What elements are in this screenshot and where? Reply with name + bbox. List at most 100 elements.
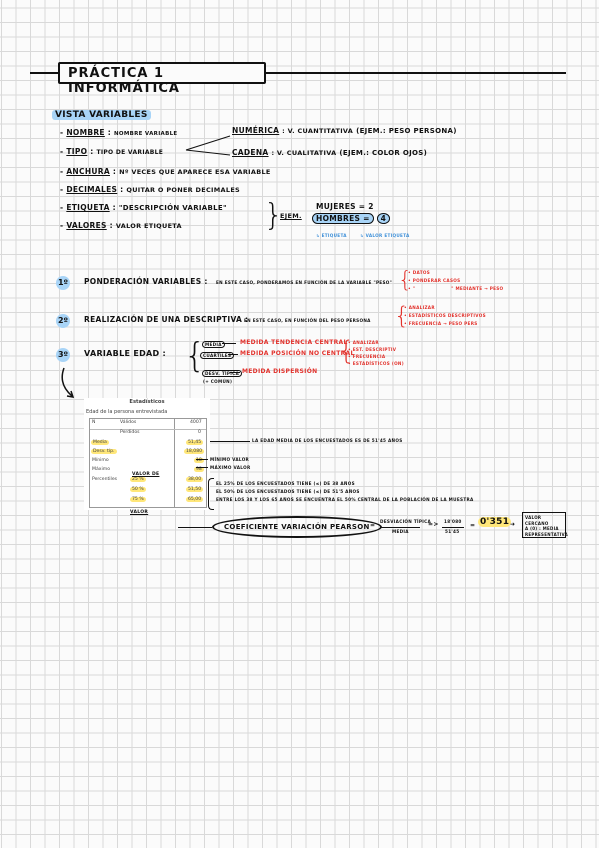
- step1-text: EN ESTE CASO, PONDERAMOS EN FUNCIÓN DE L…: [216, 280, 393, 285]
- step3-r1: • ANALIZAR: [348, 340, 379, 345]
- item-etiqueta: - ETIQUETA : "DESCRIPCIÓN VARIABLE": [60, 203, 227, 212]
- step3-desv: DESV. TÍPICA: [202, 370, 243, 377]
- cadena-example: (EJEM.: COLOR OJOS): [339, 149, 428, 157]
- arrow-min-note: [196, 459, 208, 460]
- arrow-cuartiles: [228, 354, 238, 355]
- stats-p50-pct: %: [139, 487, 144, 492]
- tipo-branch: [185, 135, 231, 156]
- step1-r2: • PONDERAR CASOS: [408, 278, 461, 283]
- valor-note: VALOR: [130, 510, 149, 515]
- cadena-label: CADENA: [232, 148, 269, 157]
- note-etiqueta: ↳ ETIQUETA: [316, 233, 347, 238]
- stats-min-label: Mínimo: [92, 458, 109, 463]
- p50-note: EL 50% DE LOS ENCUESTADOS TIENE (≤) DE 5…: [216, 489, 360, 494]
- ejem-label: EJEM.: [280, 212, 302, 220]
- valores-label: VALORES: [66, 221, 107, 230]
- stats-p25-pct: %: [139, 477, 144, 482]
- cv-num: 18'080: [444, 519, 462, 524]
- step1-title: PONDERACIÓN VARIABLES :: [84, 277, 208, 286]
- step3-media: MEDIA: [202, 341, 225, 348]
- cv-frac-den: MEDIA: [392, 529, 409, 534]
- step3-brace: {: [184, 336, 206, 376]
- step3-cuartiles: CUARTILES: [200, 352, 235, 359]
- step3-desv-result: MEDIDA DISPERSIÓN: [242, 368, 318, 375]
- stats-p75-value: 65,00: [186, 497, 204, 502]
- cv-frac-bar: [380, 527, 420, 528]
- cadena-text: : V. CUALITATIVA: [271, 149, 337, 157]
- item-anchura: - ANCHURA : Nº VECES QUE APARECE ESA VAR…: [60, 167, 271, 176]
- step2-r3: • FRECUENCIA → PESO PERS: [404, 321, 478, 326]
- percentiles-note: VALOR DE: [132, 472, 160, 477]
- stats-row-divider: [90, 429, 206, 430]
- etiqueta-label: ETIQUETA: [66, 203, 110, 212]
- cv-conclusion-1: VALOR CERCANO: [525, 515, 549, 526]
- cv-result-arrow: ➜: [510, 521, 516, 528]
- numerica-row: NUMÉRICA : V. CUANTITATIVA (EJEM.: PESO …: [232, 126, 457, 135]
- media-note: LA EDAD MEDIA DE LOS ENCUESTADOS ES DE 5…: [252, 438, 403, 443]
- section-vista-variables: VISTA VARIABLES: [52, 110, 151, 120]
- step1-r3: • "" MEDIANTE → PESO: [408, 286, 503, 291]
- stats-desv-label: Desv. típ.: [91, 449, 117, 454]
- decimales-label: DECIMALES: [66, 185, 118, 194]
- stats-p25: 25 %: [130, 477, 146, 482]
- stats-p75: 75 %: [130, 497, 146, 502]
- stats-p50-label: 50: [132, 487, 138, 492]
- stats-p75-label: 75: [132, 497, 138, 502]
- arrow-media: [222, 343, 236, 344]
- item-nombre: - NOMBRE : NOMBRE VARIABLE: [60, 128, 178, 137]
- curved-arrow: [61, 367, 75, 398]
- numerica-label: NUMÉRICA: [232, 126, 280, 135]
- item-tipo: - TIPO : TIPO DE VARIABLE: [60, 147, 164, 156]
- nombre-label: NOMBRE: [66, 128, 105, 137]
- step3-red-brace: {: [338, 336, 355, 366]
- step1-r3b: " MEDIANTE → PESO: [451, 286, 504, 291]
- item-valores: - VALORES : VALOR ETIQUETA: [60, 221, 182, 230]
- title-rule-right: [266, 72, 566, 74]
- statistics-table: Estadísticos Edad de la persona entrevis…: [84, 398, 210, 510]
- mujeres-row: MUJERES = 2: [316, 202, 374, 211]
- stats-p75-pct: %: [139, 497, 144, 502]
- mujeres-value: 2: [368, 202, 374, 211]
- step3-number: 3º: [56, 348, 70, 362]
- numerica-text: : V. CUANTITATIVA: [282, 127, 354, 135]
- max-note: MÁXIMO VALOR: [210, 465, 251, 470]
- stats-validos: Válidos: [120, 420, 137, 425]
- stats-n-label: N: [92, 420, 96, 425]
- note-valor: ↳ VALOR ETIQUETA: [360, 233, 410, 238]
- cv-equals-2: =: [470, 522, 476, 529]
- stats-validos-value: 4007: [190, 420, 202, 425]
- step2-r2: • ESTADÍSTICOS DESCRIPTIVOS: [404, 313, 486, 318]
- tipo-label: TIPO: [66, 147, 88, 156]
- valores-brace: }: [264, 198, 284, 233]
- cv-conclusion-3: REPRESENTATIVA: [525, 531, 569, 537]
- title-rule-left: [30, 72, 58, 74]
- arrow-cv: [178, 527, 212, 528]
- percentile-bracket: [208, 478, 214, 510]
- step3-desv-note: (+ COMÚN): [203, 379, 233, 384]
- step3-r4: • ESTADÍSTICOS (ON): [348, 361, 404, 366]
- p75-note: ENTRE LOS 38 Y LOS 65 AÑOS SE ENCUENTRA …: [216, 497, 474, 502]
- stats-perdidos-value: 0: [198, 430, 201, 435]
- stats-percentiles-label: Percentiles: [92, 477, 118, 482]
- anchura-label: ANCHURA: [66, 167, 110, 176]
- stats-media-label: Media: [91, 440, 109, 445]
- stats-min-value: 18: [194, 458, 204, 463]
- page-title: PRÁCTICA 1 INFORMÁTICA: [58, 62, 266, 96]
- cv-label: COEFICIENTE VARIACIÓN PEARSON: [212, 516, 382, 538]
- p25-note: EL 25% DE LOS ENCUESTADOS TIENE (≤) DE 3…: [216, 481, 355, 486]
- step3-r3: • FRECUENCIA: [348, 354, 386, 359]
- stats-subheader: Edad de la persona entrevistada: [86, 409, 168, 415]
- stats-perdidos: Perdidos: [120, 430, 140, 435]
- arrow-desv: [230, 372, 240, 373]
- step1-r1: • DATOS: [408, 270, 431, 275]
- hombres-label: HOMBRES =: [312, 213, 374, 224]
- step2-title: REALIZACIÓN DE UNA DESCRIPTIVA :: [84, 315, 249, 324]
- cv-equals: =: [370, 522, 376, 529]
- cv-conclusion-box: VALOR CERCANO A (0) : MEDIA REPRESENTATI…: [522, 512, 569, 538]
- stats-max-value: 98: [194, 467, 204, 472]
- cv-result: 0'351: [478, 517, 512, 527]
- hombres-row: HOMBRES = 4: [312, 213, 391, 224]
- stats-grid: N Válidos 4007 Perdidos 0 Media 51,45 De…: [89, 418, 207, 508]
- step3-media-result: MEDIDA TENDENCIA CENTRAL: [240, 339, 348, 346]
